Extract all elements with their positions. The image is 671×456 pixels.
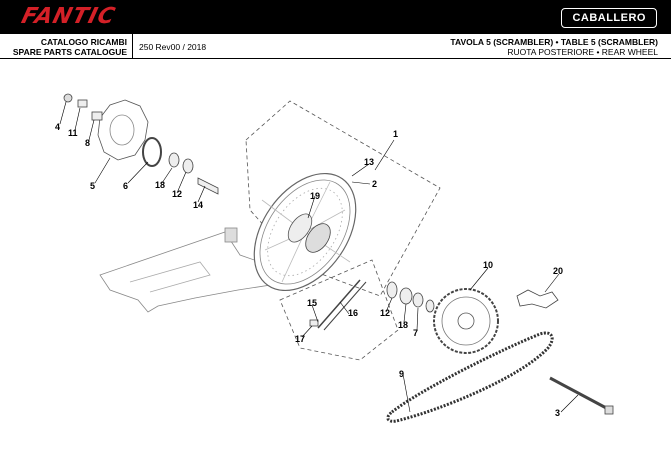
wheel-group-outline	[245, 100, 441, 297]
callout-4: 4	[55, 122, 60, 132]
callout-3: 3	[555, 408, 560, 418]
table-subtitle: RUOTA POSTERIORE • REAR WHEEL	[507, 47, 658, 57]
drive-chain	[386, 331, 554, 423]
brake-disc	[97, 99, 149, 161]
catalog-title-en: SPARE PARTS CATALOGUE	[12, 47, 127, 57]
callout-13: 13	[364, 157, 374, 167]
sprocket	[433, 288, 499, 354]
callout-7: 7	[413, 328, 418, 338]
revision-label: 250 Rev00 / 2018	[139, 42, 207, 52]
callout-11: 11	[68, 128, 78, 138]
catalog-title: CATALOGO RICAMBI SPARE PARTS CATALOGUE	[0, 37, 127, 57]
callout-15: 15	[307, 298, 317, 308]
axle-group-outline	[279, 259, 399, 361]
callout-2: 2	[372, 179, 377, 189]
callout-18a: 18	[155, 180, 165, 190]
rear-wheel	[253, 172, 357, 292]
swingarm	[99, 231, 291, 313]
table-heading: TAVOLA 5 (SCRAMBLER) • TABLE 5 (SCRAMBLE…	[450, 37, 658, 57]
callout-5: 5	[90, 181, 95, 191]
callout-17: 17	[295, 334, 305, 344]
callout-8: 8	[85, 138, 90, 148]
callout-12b: 12	[380, 308, 390, 318]
top-bar: FANTIC CABALLERO	[0, 0, 671, 34]
brand-logo: FANTIC	[18, 4, 119, 29]
callout-1: 1	[393, 129, 398, 139]
callout-18b: 18	[398, 320, 408, 330]
callout-6: 6	[123, 181, 128, 191]
callout-12a: 12	[172, 189, 182, 199]
model-badge: CABALLERO	[561, 8, 657, 28]
exploded-diagram: 1 2 3 4 5 6 7 8 9 10 11 12 12 13 14 15 1…	[55, 93, 614, 423]
table-title: TAVOLA 5 (SCRAMBLER) • TABLE 5 (SCRAMBLE…	[450, 37, 658, 47]
callout-20: 20	[553, 266, 563, 276]
callout-14: 14	[193, 200, 203, 210]
callout-19: 19	[310, 191, 320, 201]
callout-16: 16	[348, 308, 358, 318]
catalog-title-it: CATALOGO RICAMBI	[40, 37, 127, 47]
catalog-header: CATALOGO RICAMBI SPARE PARTS CATALOGUE 2…	[0, 34, 671, 59]
header-divider	[132, 34, 133, 58]
callout-9: 9	[399, 369, 404, 379]
callout-10: 10	[483, 260, 493, 270]
